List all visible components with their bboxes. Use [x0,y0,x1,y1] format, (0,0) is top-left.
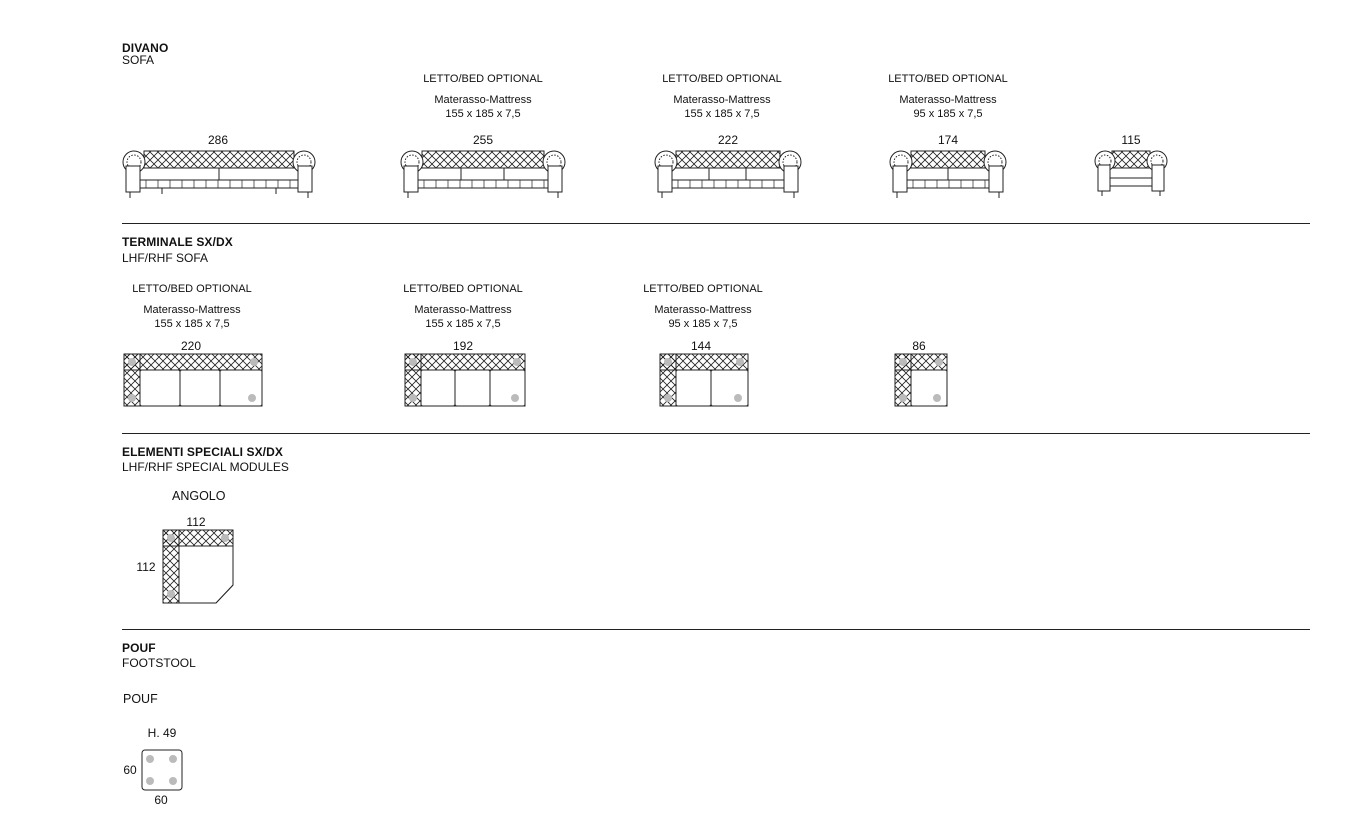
dimension-width: 174 [937,133,959,147]
bed-optional-label: LETTO/BED OPTIONAL [423,73,543,85]
mattress-size: 95 x 185 x 7,5 [668,318,738,330]
bed-optional-label: LETTO/BED OPTIONAL [888,73,1008,85]
mattress-label: Materasso-Mattress [414,304,512,316]
mattress-label: Materasso-Mattress [434,94,532,106]
section-subtitle-pouf: FOOTSTOOL [122,656,196,670]
sofa-front-drawing [889,150,1007,198]
dimension-width: 220 [180,339,202,353]
mattress-label: Materasso-Mattress [673,94,771,106]
dimension-width: 222 [717,133,739,147]
bed-optional-label: LETTO/BED OPTIONAL [662,73,782,85]
mattress-size: 95 x 185 x 7,5 [913,108,983,120]
pouf-plan [141,749,183,791]
mattress-label: Materasso-Mattress [899,94,997,106]
corner-module-plan [162,529,234,604]
corner-module-label: ANGOLO [172,489,226,503]
terminal-sofa-plan [659,353,749,407]
dimension-width: 144 [690,339,712,353]
dimension-width: 255 [472,133,494,147]
section-title-divano: DIVANO [122,41,169,55]
dimension-depth: 60 [123,763,137,777]
bed-optional-label: LETTO/BED OPTIONAL [643,283,763,295]
section-title-terminale: TERMINALE SX/DX [122,235,233,249]
dimension-width: 286 [207,133,229,147]
armchair-front-drawing [1094,150,1168,196]
terminal-sofa-plan [404,353,526,407]
bed-optional-label: LETTO/BED OPTIONAL [403,283,523,295]
dimension-depth: 112 [136,560,156,574]
mattress-size: 155 x 185 x 7,5 [445,108,521,120]
terminal-armchair-plan [894,353,948,407]
section-divider [122,629,1310,630]
mattress-size: 155 x 185 x 7,5 [684,108,760,120]
section-title-speciali: ELEMENTI SPECIALI SX/DX [122,445,283,459]
section-divider [122,433,1310,434]
dimension-height: H. 49 [147,726,177,740]
dimension-width: 192 [452,339,474,353]
section-subtitle-speciali: LHF/RHF SPECIAL MODULES [122,460,289,474]
dimension-width: 60 [154,793,168,807]
dimension-width: 86 [912,339,926,353]
dimension-width: 112 [186,515,206,529]
sofa-front-drawing [400,150,566,198]
section-title-pouf: POUF [122,641,156,655]
section-subtitle-terminale: LHF/RHF SOFA [122,251,209,265]
mattress-label: Materasso-Mattress [143,304,241,316]
bed-optional-label: LETTO/BED OPTIONAL [132,283,252,295]
section-subtitle-divano: SOFA [122,53,155,67]
dimension-width: 115 [1121,133,1141,147]
mattress-label: Materasso-Mattress [654,304,752,316]
mattress-size: 155 x 185 x 7,5 [425,318,501,330]
pouf-label: POUF [123,692,158,706]
terminal-sofa-plan [123,353,263,407]
section-divider [122,223,1310,224]
mattress-size: 155 x 185 x 7,5 [154,318,230,330]
sofa-front-drawing [122,150,316,198]
sofa-front-drawing [654,150,802,198]
